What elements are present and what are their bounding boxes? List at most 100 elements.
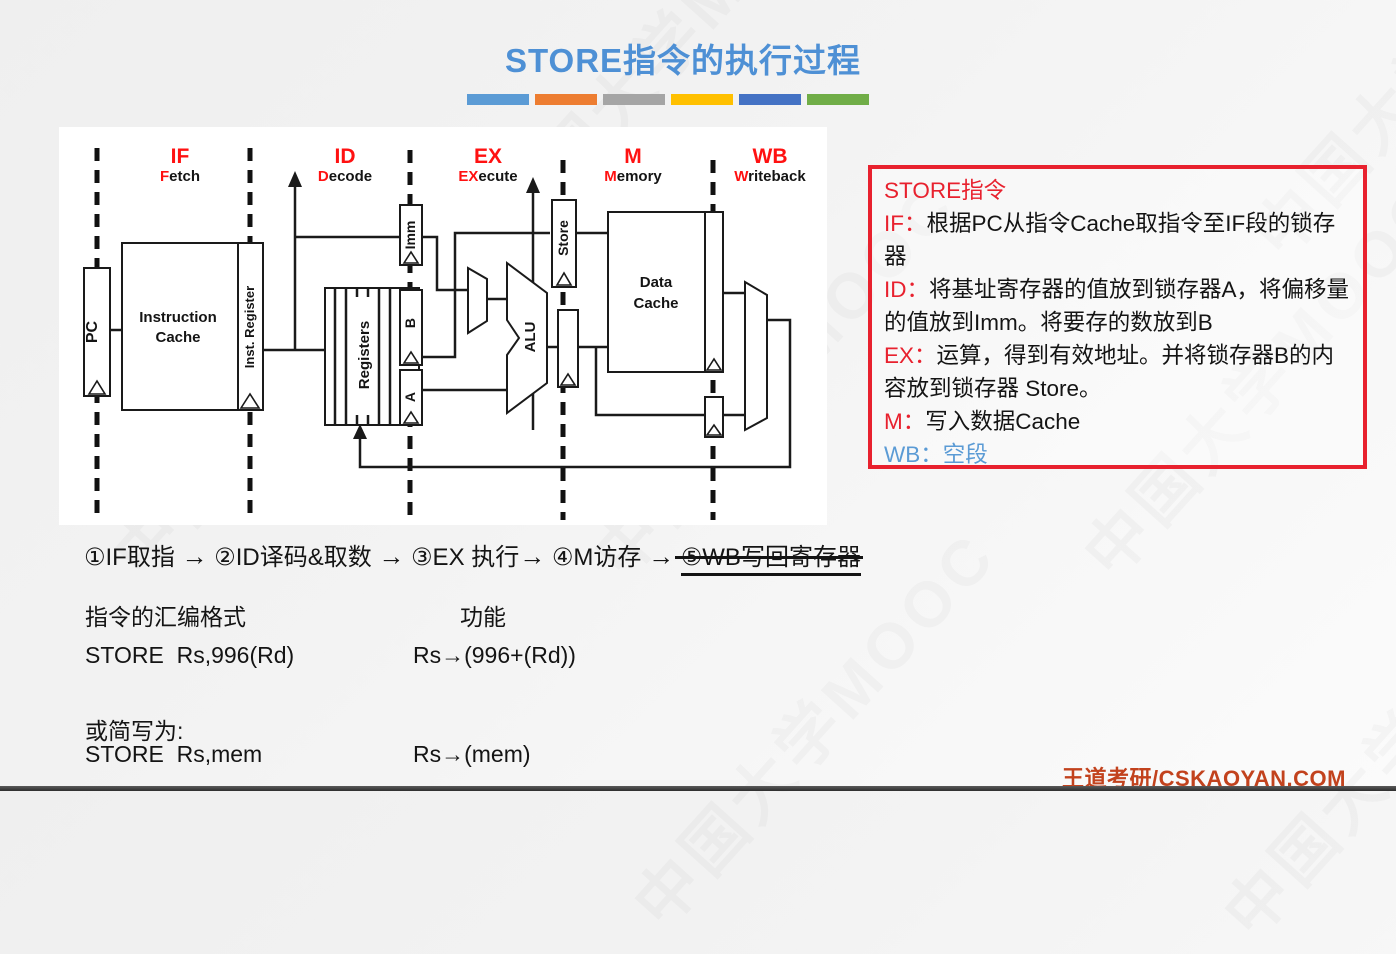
explanation-line: IF：根据PC从指令Cache取指令至IF段的锁存器 — [884, 207, 1353, 273]
clock-triangle-icon — [402, 250, 420, 264]
stage-word-red: F — [160, 168, 169, 185]
line-label: EX： — [884, 343, 937, 368]
step-segment: ③EX 执行 — [404, 544, 520, 571]
stage-word-rest: emory — [617, 168, 663, 185]
line-text: 根据PC从指令Cache取指令至IF段的锁存器 — [884, 211, 1336, 269]
explanation-line: EX：运算，得到有效地址。并将锁存器B的内容放到锁存器 Store。 — [884, 339, 1353, 405]
instruction-cache-label: Cache — [155, 329, 200, 346]
store-explanation-box: STORE指令 IF：根据PC从指令Cache取指令至IF段的锁存器 ID：将基… — [868, 165, 1367, 469]
func-row2: Rs→(mem) — [413, 741, 531, 767]
page-title: STORE指令的执行过程 — [504, 42, 862, 79]
line-label: IF： — [884, 211, 927, 236]
accent-bar — [739, 94, 801, 105]
clock-triangle-icon — [239, 392, 261, 409]
asm-format-header: 指令的汇编格式 — [85, 604, 246, 630]
stage-word-rest: riteback — [748, 168, 806, 185]
a-latch — [399, 369, 423, 426]
imm-latch — [399, 204, 423, 266]
step-segment-struck: ⑤WB写回寄存器 — [674, 537, 864, 576]
registers-label: Registers — [356, 321, 373, 389]
arrow-glyph: → — [519, 541, 546, 571]
clock-triangle-icon — [87, 379, 107, 395]
pipeline-diagram-panel: PC Instruction Cache Inst. Register Regi… — [59, 127, 827, 525]
step-segment: ①IF取指 — [84, 544, 182, 571]
line-text: 空段 — [942, 442, 988, 467]
label-backplate — [353, 297, 373, 415]
asm-row2: STORE Rs,mem — [85, 741, 263, 767]
clock-triangle-icon — [402, 350, 420, 364]
clock-triangle-icon — [705, 423, 723, 436]
explanation-line: STORE指令 — [884, 174, 1353, 207]
stage-abbr-wb: WB — [753, 145, 788, 168]
arrow-up-ex — [526, 177, 540, 193]
alu-label: ALU — [522, 322, 539, 353]
data-cache-label: Cache — [633, 295, 678, 312]
asm-row1: STORE Rs,996(Rd) — [85, 642, 295, 668]
stage-word-if: Fetch — [160, 168, 200, 185]
stage-word-rest: ecute — [478, 168, 517, 185]
line-text: 运算，得到有效地址。并将锁存器B的内容放到锁存器 Store。 — [884, 343, 1335, 401]
store-latch-label: Store — [555, 220, 571, 256]
data-cache-label: Data — [640, 274, 673, 291]
pc-latch — [83, 267, 111, 397]
watermark-text: 中国大学MOOC — [1210, 528, 1396, 951]
arrow-glyph: → — [378, 541, 405, 571]
stage-abbr-id: ID — [335, 145, 356, 168]
arrow-up-id — [288, 171, 302, 187]
inst-register-label: Inst. Register — [242, 286, 257, 368]
accent-bar — [535, 94, 597, 105]
stage-word-m: Memory — [604, 168, 662, 185]
stage-word-rest: etch — [169, 168, 200, 185]
stage-word-red: EX — [458, 168, 478, 185]
stage-word-red: M — [604, 168, 617, 185]
stage-word-wb: Writeback — [734, 168, 806, 185]
bottom-edge-bar — [0, 786, 1396, 791]
line-label: STORE指令 — [884, 178, 1007, 203]
func-row1: Rs→(996+(Rd)) — [413, 642, 576, 668]
wire-bypass-to-small-latch — [594, 347, 705, 417]
execution-steps-line: ①IF取指 → ②ID译码&取数 → ③EX 执行→ ④M访存 → ⑤WB写回寄… — [84, 537, 864, 576]
explanation-line: M：写入数据Cache — [884, 405, 1353, 438]
clock-triangle-icon — [705, 357, 723, 371]
a-latch-label: A — [402, 392, 418, 402]
clock-triangle-icon — [559, 372, 577, 386]
accent-bar — [671, 94, 733, 105]
arrow-up-registers-write — [353, 424, 367, 439]
line-text: 将基址寄存器的值放到锁存器A，将偏移量的值放到Imm。将要存的数放到B — [884, 277, 1350, 335]
explanation-line: ID：将基址寄存器的值放到锁存器A，将偏移量的值放到Imm。将要存的数放到B — [884, 273, 1353, 339]
instruction-cache-box — [121, 242, 239, 411]
stage-abbr-m: M — [624, 145, 642, 168]
writeback-mux — [744, 280, 768, 432]
line-label: ID： — [884, 277, 930, 302]
accent-bars — [467, 94, 869, 105]
line-text: 写入数据Cache — [925, 409, 1081, 434]
clock-triangle-icon — [402, 410, 420, 424]
wire-imm-to-mux — [422, 235, 468, 292]
explanation-line: WB：空段 — [884, 438, 1353, 471]
stage-abbr-if: IF — [171, 145, 190, 168]
highlight-store-path — [422, 231, 550, 359]
clock-triangle-icon — [555, 271, 573, 286]
line-label: WB： — [884, 442, 943, 467]
step-segment: ②ID译码&取数 — [207, 544, 379, 571]
alu-input-mux — [467, 266, 488, 335]
stage-abbr-ex: EX — [474, 145, 502, 168]
mem-wb-latch — [704, 211, 724, 373]
stage-word-rest: ecode — [329, 168, 372, 185]
arrow-glyph: → — [648, 541, 675, 571]
inst-register-latch — [237, 242, 264, 411]
accent-bar — [603, 94, 665, 105]
data-cache-box — [607, 211, 706, 373]
line-label: M： — [884, 409, 926, 434]
accent-bar — [807, 94, 869, 105]
shorthand-note: 或简写为: — [85, 718, 184, 744]
b-latch-label: B — [402, 318, 418, 328]
stage-word-red: W — [734, 168, 749, 185]
stage-word-ex: EXecute — [458, 168, 517, 185]
step-segment: ④M访存 — [545, 544, 649, 571]
alu-output-latch — [557, 309, 579, 388]
b-latch — [399, 289, 423, 366]
alu-shape — [506, 261, 548, 415]
function-header: 功能 — [460, 604, 506, 630]
arrow-glyph: → — [181, 541, 208, 571]
